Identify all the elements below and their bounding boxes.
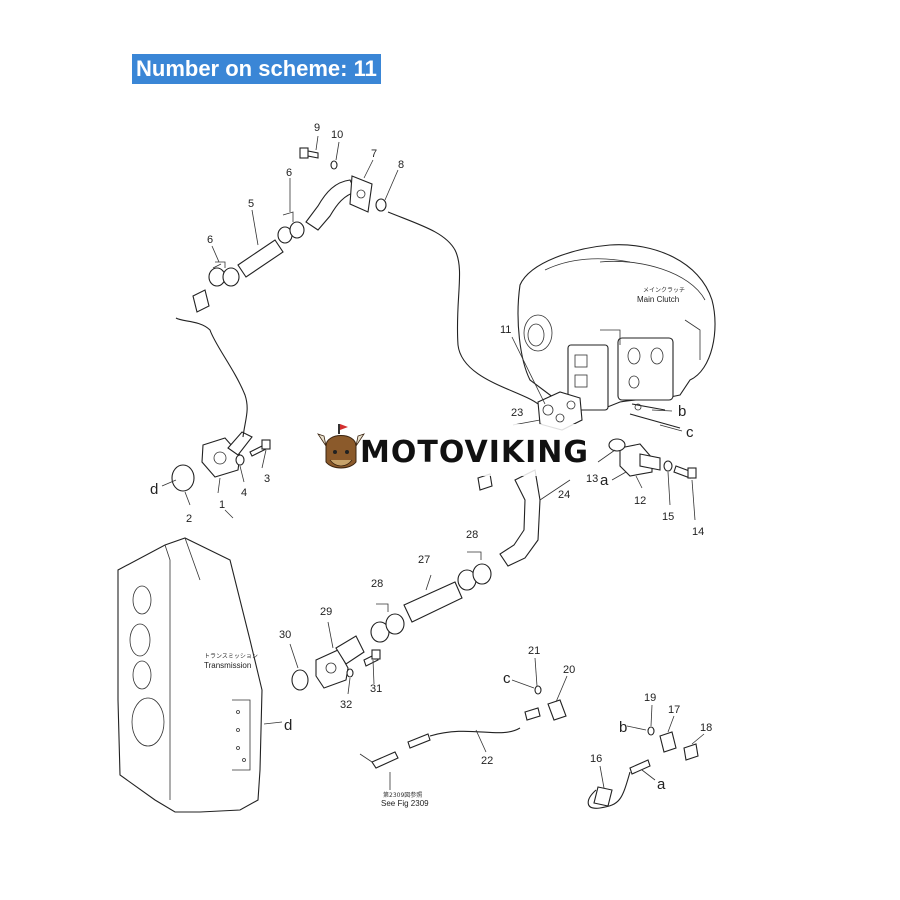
callout-32: 32 bbox=[340, 699, 352, 711]
callout-6b: 6 bbox=[286, 167, 292, 179]
fig-ref-label-jp: 第2309図参照 bbox=[383, 791, 422, 799]
callout-numbers: 1 2 3 4 5 6 6 7 8 9 10 11 12 13 14 15 16… bbox=[186, 122, 712, 767]
callout-24: 24 bbox=[558, 489, 570, 501]
callout-4: 4 bbox=[241, 487, 247, 499]
connection-b-top: b bbox=[678, 403, 686, 420]
callout-20: 20 bbox=[563, 664, 575, 676]
watermark: MOTOVIKING bbox=[312, 424, 589, 476]
connection-letters: d d a a b b c c bbox=[150, 403, 694, 793]
callout-21: 21 bbox=[528, 645, 540, 657]
main-clutch-label-jp: メインクラッチ bbox=[643, 287, 685, 294]
connection-d-top: d bbox=[150, 481, 158, 498]
callout-27: 27 bbox=[418, 554, 430, 566]
callout-7: 7 bbox=[371, 148, 377, 160]
callout-6a: 6 bbox=[207, 234, 213, 246]
bottom-lines-assembly bbox=[371, 685, 699, 809]
transmission-label-jp: トランスミッション bbox=[204, 653, 258, 660]
leader-lines bbox=[184, 135, 705, 790]
scheme-number-label: Number on scheme: 11 bbox=[132, 54, 381, 84]
callout-29: 29 bbox=[320, 606, 332, 618]
connection-c-bottom: c bbox=[503, 670, 511, 687]
callout-10: 10 bbox=[331, 129, 343, 141]
callout-14: 14 bbox=[692, 526, 704, 538]
lower-hose-assembly bbox=[291, 551, 492, 691]
callout-28b: 28 bbox=[466, 529, 478, 541]
callout-2: 2 bbox=[186, 513, 192, 525]
callout-22: 22 bbox=[481, 755, 493, 767]
callout-23: 23 bbox=[511, 407, 523, 419]
callout-31: 31 bbox=[370, 683, 382, 695]
main-clutch-housing bbox=[517, 244, 716, 431]
callout-13: 13 bbox=[586, 473, 598, 485]
pump-side-assembly bbox=[477, 438, 697, 567]
callout-12: 12 bbox=[634, 495, 646, 507]
callout-8: 8 bbox=[398, 159, 404, 171]
callout-11: 11 bbox=[500, 324, 511, 336]
callout-3: 3 bbox=[264, 473, 270, 485]
assembly-labels: メインクラッチ Main Clutch トランスミッション Transmissi… bbox=[204, 287, 685, 808]
connection-a-bottom: a bbox=[657, 776, 666, 793]
transmission-label: Transmission bbox=[204, 661, 251, 670]
callout-28a: 28 bbox=[371, 578, 383, 590]
callout-15: 15 bbox=[662, 511, 674, 523]
connection-d-bottom: d bbox=[284, 717, 292, 734]
callout-5: 5 bbox=[248, 198, 254, 210]
fig-ref-label: See Fig 2309 bbox=[381, 799, 429, 808]
connection-b-bottom: b bbox=[619, 719, 627, 736]
callout-18: 18 bbox=[700, 722, 712, 734]
callout-17: 17 bbox=[668, 704, 680, 716]
callout-19: 19 bbox=[644, 692, 656, 704]
watermark-text: MOTOVIKING bbox=[360, 435, 589, 470]
callout-1: 1 bbox=[219, 499, 225, 511]
connection-c-top: c bbox=[686, 424, 694, 441]
callout-16: 16 bbox=[590, 753, 602, 765]
main-clutch-label: Main Clutch bbox=[637, 295, 679, 304]
callout-9: 9 bbox=[314, 122, 320, 134]
viking-helmet-icon bbox=[317, 424, 365, 469]
transmission-housing bbox=[117, 537, 263, 813]
upper-pipe-assembly bbox=[171, 147, 539, 492]
connection-arrows bbox=[161, 409, 683, 781]
callout-30: 30 bbox=[279, 629, 291, 641]
connection-a-top: a bbox=[600, 472, 609, 489]
